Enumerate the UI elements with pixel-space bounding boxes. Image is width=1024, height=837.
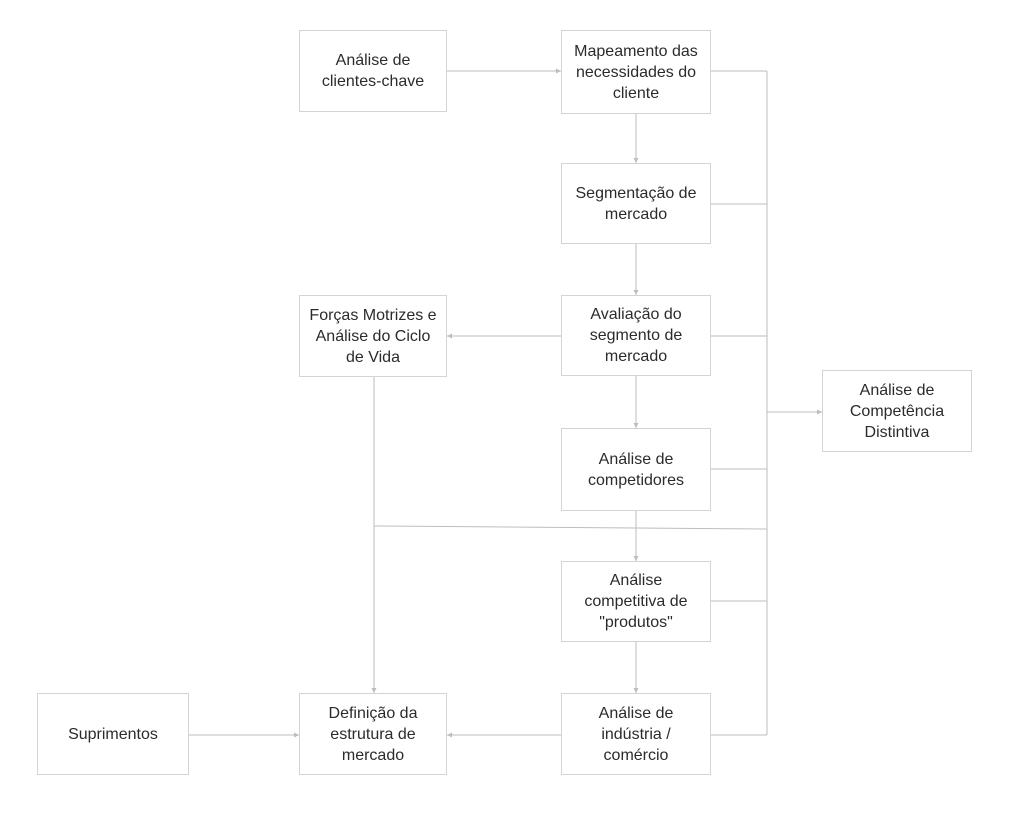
node-segment-evaluation-line-2: segmento de [589,327,683,344]
node-supplies: Suprimentos [37,693,189,775]
node-segment-evaluation: Avaliação do segmento de mercado [561,295,711,376]
node-segmentation: Segmentação de mercado [561,163,711,244]
node-market-structure-line-3: mercado [341,746,405,764]
node-distinctive-competence: Análise de Competência Distintiva [822,370,972,452]
node-needs-mapping-line-1: Mapeamento das [574,42,698,60]
node-industry-analysis-line-1: Análise de [598,704,674,722]
node-driving-forces-line-1: Forças Motrizes e [309,306,437,324]
node-distinctive-competence-line-1: Análise de [859,381,935,399]
node-driving-forces-line-2: Análise do Ciclo [315,327,431,345]
node-product-analysis-line-3: "produtos" [599,614,673,631]
node-market-structure: Definição da estrutura de mercado [299,693,447,775]
node-key-clients-line-2: clientes-chave [321,73,425,90]
node-needs-mapping-line-2: necessidades do [575,63,697,81]
node-driving-forces: Forças Motrizes e Análise do Ciclo de Vi… [299,295,447,377]
node-key-clients: Análise de clientes-chave [299,30,447,112]
node-industry-analysis: Análise de indústria / comércio [561,693,711,775]
node-segment-evaluation-line-1: Avaliação do [590,306,682,323]
node-product-analysis: Análise competitiva de "produtos" [561,561,711,642]
node-industry-analysis-line-3: comércio [603,746,669,764]
node-needs-mapping: Mapeamento das necessidades do cliente [561,30,711,114]
node-distinctive-competence-line-2: Competência [849,402,945,420]
node-competitors: Análise de competidores [561,428,711,511]
node-distinctive-competence-line-3: Distintiva [864,423,930,441]
connector-middle-horizontal [373,525,768,530]
node-needs-mapping-line-3: cliente [612,84,660,102]
node-supplies-line-1: Suprimentos [68,725,158,743]
node-market-structure-line-1: Definição da [328,704,418,722]
node-segmentation-line-2: mercado [604,205,668,223]
node-key-clients-line-1: Análise de [335,52,411,69]
node-market-structure-line-2: estrutura de [330,725,416,743]
node-competitors-line-1: Análise de [598,450,674,468]
node-driving-forces-line-3: de Vida [346,348,400,366]
node-competitors-line-2: competidores [587,471,685,489]
node-product-analysis-line-2: competitiva de [584,593,688,610]
node-segment-evaluation-line-3: mercado [604,348,668,365]
node-segmentation-line-1: Segmentação de [575,184,697,202]
node-product-analysis-line-1: Análise [609,572,663,589]
node-industry-analysis-line-2: indústria / [601,725,671,743]
